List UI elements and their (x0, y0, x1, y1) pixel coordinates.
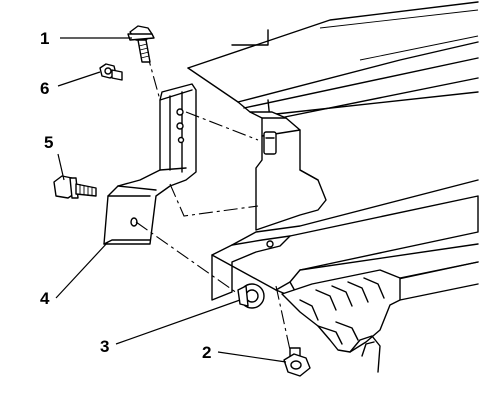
callout-1: 1 (40, 29, 49, 48)
bumper-fascia (211, 179, 479, 301)
bolt-5-icon (53, 175, 97, 199)
body-mount-bracket (249, 111, 327, 231)
callout-4: 4 (40, 289, 50, 308)
body-panel (187, 1, 479, 121)
push-pin-3-icon (237, 283, 265, 309)
callout-5: 5 (44, 133, 53, 152)
bolt-1-icon (127, 25, 155, 63)
leader-lines (55, 37, 287, 363)
callout-3: 3 (100, 337, 109, 356)
callout-2: 2 (202, 343, 211, 362)
lower-grille (281, 261, 479, 373)
callout-6: 6 (40, 79, 49, 98)
push-pin-2-icon (283, 347, 311, 377)
callout-labels: 1 2 3 4 5 6 (40, 29, 211, 362)
nut-6-icon (99, 63, 123, 81)
support-bracket (103, 83, 197, 245)
